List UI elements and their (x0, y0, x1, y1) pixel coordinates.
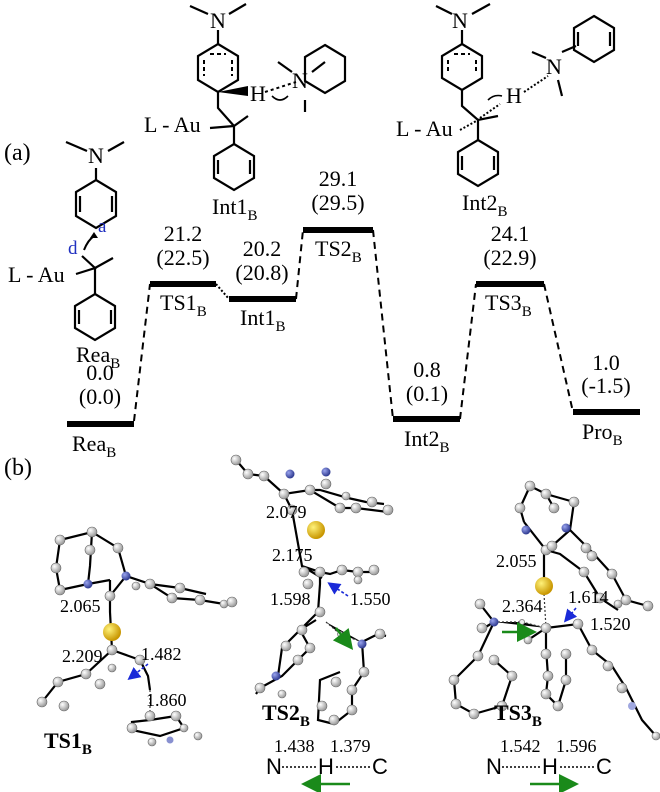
level-ts1 (150, 281, 216, 287)
svg-text:H: H (250, 81, 266, 106)
geometry-ts3: 2.055 2.364 1.614 1.520 TS3B 1.542 1.596… (448, 480, 660, 792)
structure-int2: N L - Au H N Int2B (396, 3, 616, 220)
svg-text:Int1B: Int1B (212, 194, 257, 224)
structure-int1: N H N L - Au Int1B (144, 3, 347, 224)
svg-text:2.055: 2.055 (496, 551, 537, 571)
label-ts3: TS3B (494, 700, 542, 730)
energy-int2-2: (0.1) (406, 381, 448, 406)
level-int1 (229, 296, 296, 302)
state-label-ts2: TS2B (315, 236, 362, 266)
energy-ts2: 29.1 (319, 166, 358, 191)
energy-rea-2: (0.0) (79, 384, 121, 409)
svg-text:1.550: 1.550 (350, 589, 391, 609)
energy-int1-2: (20.8) (235, 260, 288, 285)
svg-text:d: d (68, 238, 78, 259)
rea-ligand: L - Au (8, 262, 65, 287)
level-pro (573, 409, 640, 415)
svg-text:1.596: 1.596 (556, 736, 597, 756)
svg-text:N: N (88, 143, 104, 168)
panel-label-b: (b) (4, 455, 32, 481)
svg-text:ReaB: ReaB (76, 342, 120, 372)
svg-text:L - Au: L - Au (396, 116, 453, 141)
state-label-rea: ReaB (72, 431, 116, 461)
svg-text:1.614: 1.614 (568, 587, 609, 607)
svg-text:1.598: 1.598 (270, 589, 311, 609)
state-label-int1: Int1B (240, 305, 285, 335)
label-ts2: TS2B (262, 700, 310, 730)
level-ts2 (303, 227, 373, 233)
level-ts3 (476, 281, 544, 287)
state-label-ts3: TS3B (485, 290, 532, 320)
svg-text:H: H (318, 754, 334, 779)
svg-text:H: H (506, 83, 522, 108)
svg-text:N: N (266, 754, 282, 779)
energy-rea: 0.0 (86, 360, 114, 385)
energy-ts3-2: (22.9) (483, 245, 536, 270)
svg-text:2.364: 2.364 (502, 596, 543, 616)
label-ts1: TS1B (44, 728, 92, 758)
svg-text:L - Au: L - Au (144, 112, 201, 137)
energy-ts1: 21.2 (164, 221, 203, 246)
energy-ts2-2: (29.5) (311, 190, 364, 215)
geometry-ts2: 2.079 2.175 1.598 1.550 TS2B 1.438 1.379… (226, 454, 394, 792)
svg-text:N: N (210, 8, 226, 33)
svg-text:2.209: 2.209 (62, 646, 103, 666)
energy-ts1-2: (22.5) (156, 245, 209, 270)
energy-pro-2: (-1.5) (581, 373, 630, 398)
svg-text:N: N (486, 754, 502, 779)
energy-ts3: 24.1 (491, 221, 530, 246)
geometry-ts1: 2.065 2.209 1.482 1.860 TS1B (36, 526, 229, 758)
state-label-ts1: TS1B (160, 290, 207, 320)
svg-text:2.175: 2.175 (272, 545, 313, 565)
svg-text:1.520: 1.520 (590, 614, 631, 634)
svg-text:a: a (98, 216, 107, 237)
level-rea (67, 421, 134, 427)
svg-text:2.079: 2.079 (266, 502, 307, 522)
panel-label-a: (a) (4, 140, 31, 166)
svg-text:C: C (596, 754, 612, 779)
svg-text:2.065: 2.065 (60, 596, 101, 616)
energy-int1: 20.2 (243, 236, 282, 261)
svg-text:1.482: 1.482 (141, 644, 182, 664)
svg-text:N: N (452, 8, 468, 33)
energy-pro: 1.0 (592, 350, 620, 375)
svg-text:1.379: 1.379 (330, 736, 371, 756)
svg-text:1.542: 1.542 (500, 736, 541, 756)
svg-text:C: C (372, 754, 388, 779)
svg-text:1.438: 1.438 (274, 736, 315, 756)
structure-rea: N a d L - Au ReaB (8, 140, 125, 372)
state-label-pro: ProB (582, 419, 623, 449)
level-int2 (393, 416, 460, 422)
svg-text:1.860: 1.860 (146, 690, 187, 710)
svg-text:H: H (542, 754, 558, 779)
energy-int2: 0.8 (413, 357, 441, 382)
state-label-int2: Int2B (404, 426, 449, 456)
energy-profile: 0.0 (0.0) 21.2 (22.5) 20.2 (20.8) 29.1 (… (67, 166, 640, 461)
svg-text:N: N (546, 54, 562, 79)
svg-text:Int2B: Int2B (462, 190, 507, 220)
